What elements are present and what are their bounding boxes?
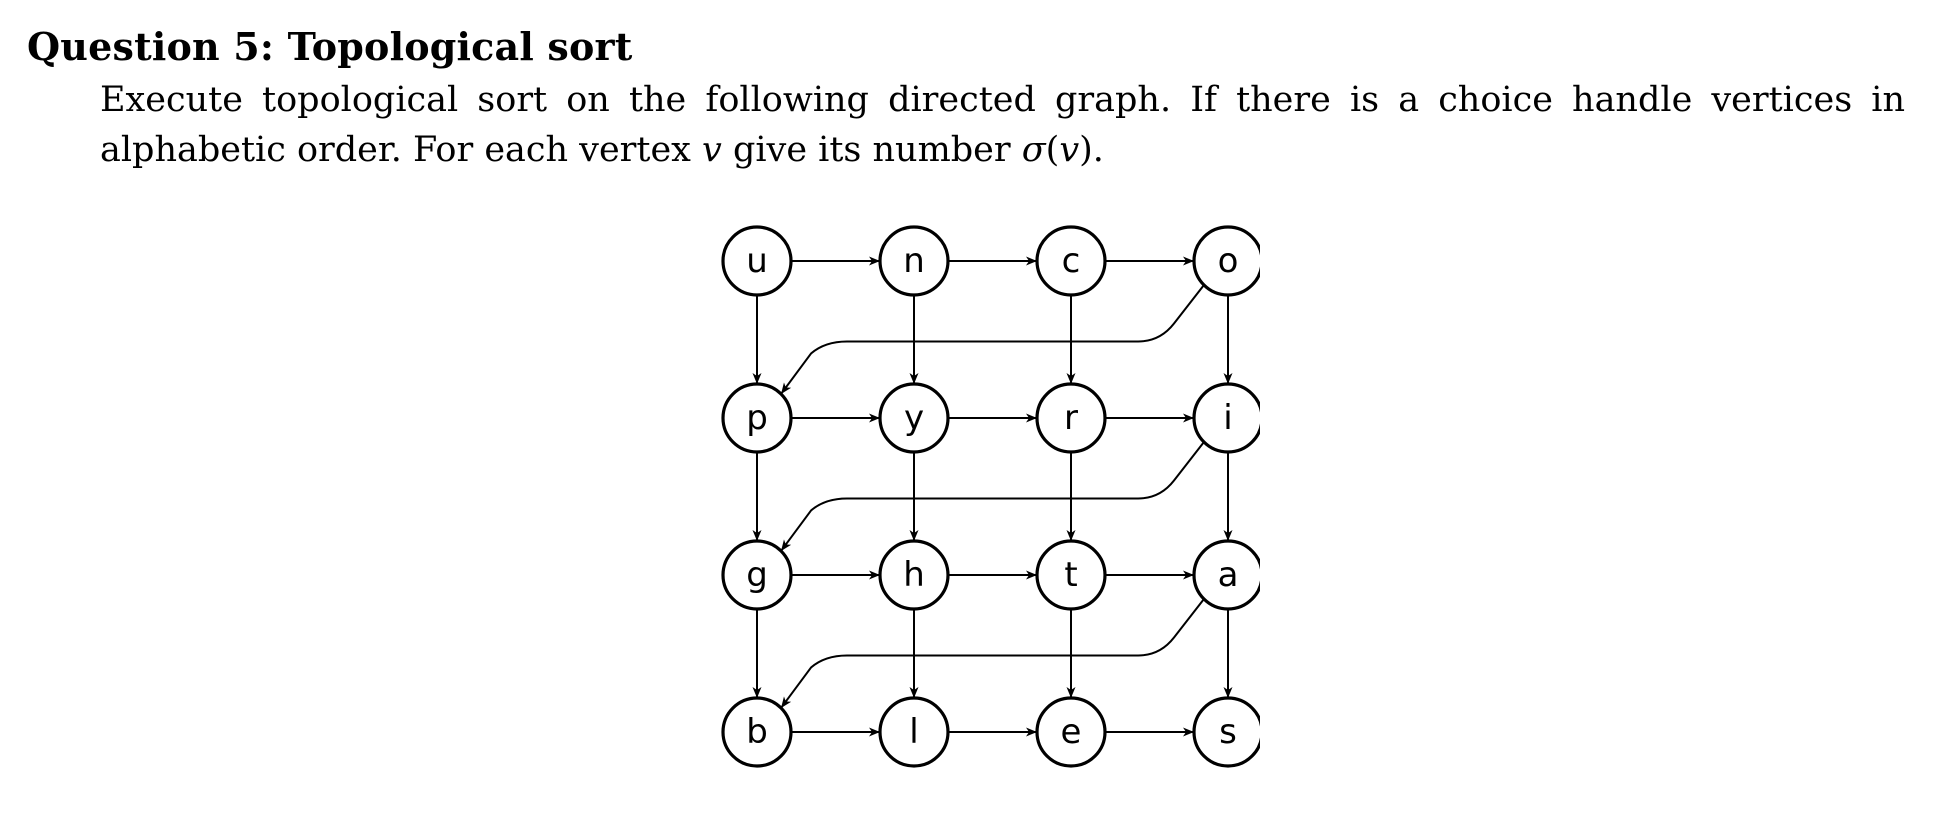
vertex-a-circle: [1192, 539, 1260, 611]
vertex-r-label: r: [1064, 398, 1078, 438]
vertex-variable-arg: v: [1059, 130, 1080, 170]
vertex-o: o: [1192, 225, 1260, 297]
vertex-l-label: l: [909, 712, 918, 752]
edge-layer: [752, 256, 1233, 737]
vertex-h-label: h: [903, 555, 925, 595]
vertex-y-label: y: [904, 398, 924, 438]
edge-a-to-b: [780, 598, 1205, 709]
question-line-1: Execute topological sort on the followin…: [100, 80, 1905, 120]
vertex-t: t: [1035, 539, 1107, 611]
vertex-p: p: [721, 382, 793, 454]
line2-end: .: [1092, 130, 1104, 170]
vertex-c: c: [1035, 225, 1107, 297]
vertex-i-label: i: [1223, 398, 1232, 438]
vertex-c-circle: [1035, 225, 1107, 297]
vertex-o-circle: [1192, 225, 1260, 297]
vertex-e-label: e: [1061, 712, 1082, 752]
vertex-s-circle: [1192, 696, 1260, 768]
close-paren: ): [1079, 130, 1093, 170]
vertex-b: b: [721, 696, 793, 768]
vertex-r-circle: [1035, 382, 1107, 454]
vertex-e-circle: [1035, 696, 1107, 768]
vertex-g: g: [721, 539, 793, 611]
vertex-l: l: [878, 696, 950, 768]
vertex-s-label: s: [1219, 712, 1237, 752]
vertex-n-circle: [878, 225, 950, 297]
edge-i-to-g: [780, 441, 1205, 552]
vertex-c-label: c: [1062, 241, 1081, 281]
vertex-u-circle: [721, 225, 793, 297]
vertex-u-label: u: [746, 241, 768, 281]
vertex-i-circle: [1192, 382, 1260, 454]
vertex-y-circle: [878, 382, 950, 454]
vertex-e: e: [1035, 696, 1107, 768]
line2-prefix: alphabetic order. For each vertex: [100, 130, 703, 170]
sigma-symbol: σ: [1021, 130, 1046, 170]
vertex-t-circle: [1035, 539, 1107, 611]
vertex-g-circle: [721, 539, 793, 611]
vertex-r: r: [1035, 382, 1107, 454]
open-paren: (: [1045, 130, 1060, 170]
question-title: Question 5: Topological sort: [27, 24, 633, 69]
vertex-y: y: [878, 382, 950, 454]
vertex-n: n: [878, 225, 950, 297]
graph-canvas: u n c o p y r i g h t a b l e s: [721, 225, 1260, 768]
vertex-h: h: [878, 539, 950, 611]
question-text: Execute topological sort on the followin…: [100, 75, 1905, 175]
question-line-2: alphabetic order. For each vertex v give…: [100, 125, 1905, 175]
vertex-p-circle: [721, 382, 793, 454]
node-layer: u n c o p y r i g h t a b l e s: [721, 225, 1260, 768]
vertex-variable: v: [702, 130, 722, 170]
vertex-a: a: [1192, 539, 1260, 611]
line2-middle: give its number: [721, 130, 1022, 170]
vertex-p-label: p: [746, 398, 768, 438]
vertex-h-circle: [878, 539, 950, 611]
vertex-n-label: n: [903, 241, 925, 281]
vertex-u: u: [721, 225, 793, 297]
vertex-o-label: o: [1218, 241, 1239, 281]
vertex-a-label: a: [1218, 555, 1239, 595]
vertex-g-label: g: [746, 555, 768, 595]
vertex-b-circle: [721, 696, 793, 768]
vertex-l-circle: [878, 696, 950, 768]
vertex-i: i: [1192, 382, 1260, 454]
directed-graph: u n c o p y r i g h t a b l e s: [700, 205, 1260, 795]
vertex-b-label: b: [746, 712, 768, 752]
vertex-s: s: [1192, 696, 1260, 768]
edge-o-to-p: [780, 284, 1205, 395]
vertex-t-label: t: [1064, 555, 1077, 595]
